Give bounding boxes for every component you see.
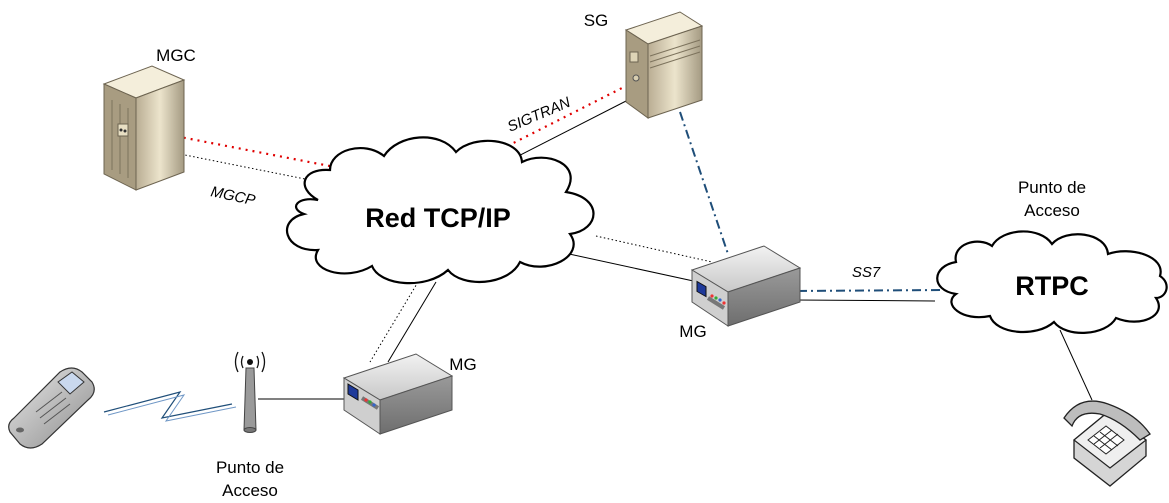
mg-right-label: MG (679, 322, 706, 341)
access-point-label-line1: Punto de (216, 458, 284, 477)
pstn-access-label-line1: Punto de (1018, 178, 1086, 197)
mg-left-gateway-icon (342, 353, 454, 435)
mg-rtpc-ss7-link (797, 289, 941, 292)
sg-server-icon (624, 11, 704, 119)
desk-phone-icon (1063, 400, 1151, 487)
mg-rtpc-trunk-link (794, 299, 936, 302)
mg-left-control-link (369, 281, 419, 363)
mgc-server-icon (102, 65, 186, 191)
pstn-cloud-label: RTPC (1015, 271, 1089, 301)
ss7-label: SS7 (852, 264, 881, 281)
ip-cloud-label: Red TCP/IP (365, 203, 511, 233)
mg-right-ip-link (559, 251, 699, 283)
mg-right-gateway-icon (690, 245, 802, 327)
antenna-icon (234, 351, 266, 433)
rtpc-phone-link (1059, 329, 1093, 401)
mobile-phone-icon (8, 367, 95, 449)
mg-left-label: MG (449, 355, 476, 374)
ip-cloud-shape (285, 136, 595, 285)
pstn-cloud-shape (936, 230, 1168, 334)
pstn-access-label-line2: Acceso (1024, 201, 1080, 220)
mgc-sigtran-link (169, 133, 341, 170)
ip-network-cloud: Red TCP/IP (285, 136, 595, 285)
mgcp-label: MGCP (209, 183, 257, 209)
radio-link-shadow (107, 394, 237, 422)
radio-link (103, 391, 233, 419)
pstn-cloud: RTPC (936, 230, 1168, 334)
mgc-label: MGC (156, 46, 196, 65)
access-point-label-line2: Acceso (222, 481, 278, 500)
mg-left-ip-link (387, 281, 437, 363)
sg-label: SG (584, 11, 609, 30)
mg-right-control-link (595, 235, 713, 263)
sg-mg-ss7-link (679, 111, 729, 255)
